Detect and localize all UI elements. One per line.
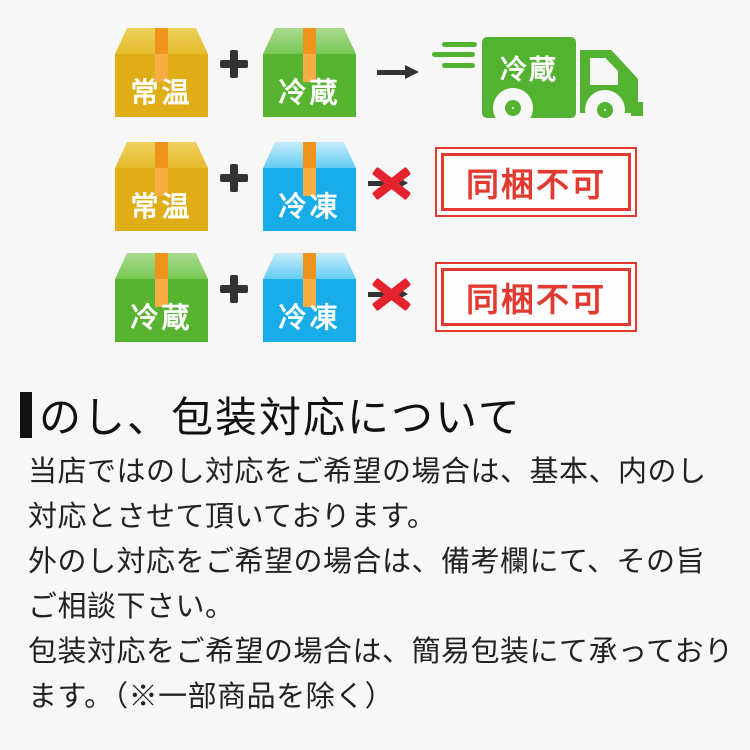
combination-row-ng: 常温 冷凍 同梱不可 — [0, 142, 750, 234]
plus-icon — [220, 50, 248, 78]
truck-bumper — [631, 102, 643, 116]
no-bundle-stamp: 同梱不可 — [435, 262, 637, 332]
policy-text: 当店ではのし対応をご希望の場合は、基本、内のし 対応とさせて頂いております。 外… — [28, 450, 734, 720]
box-label: 常温 — [130, 77, 193, 108]
box-tape — [155, 142, 168, 196]
tire — [505, 100, 521, 116]
policy-text-line: 包装対応をご希望の場合は、簡易包装にて承っており — [28, 636, 734, 668]
plus-icon — [220, 275, 248, 303]
speed-line — [432, 52, 475, 57]
speed-line — [442, 63, 475, 68]
no-bundle-stamp-label: 同梱不可 — [441, 153, 631, 211]
package-box-frozen-icon: 冷凍 — [263, 142, 356, 231]
section-title: のし、包装対応について — [39, 394, 522, 441]
arrow-right-icon — [377, 65, 419, 79]
box-tape — [303, 142, 316, 196]
cross-icon — [369, 269, 413, 319]
policy-text-line: ます。（※一部商品を除く） — [28, 681, 395, 713]
truck-front-wheel — [585, 90, 625, 130]
combination-row-ok: 常温 冷蔵 冷蔵 — [0, 28, 750, 130]
no-bundle-stamp: 同梱不可 — [435, 147, 637, 217]
cross-icon — [369, 158, 413, 208]
box-label: 冷凍 — [278, 302, 341, 333]
combination-row-ng: 冷蔵 冷凍 同梱不可 — [0, 253, 750, 345]
box-tape — [155, 253, 168, 307]
speed-line — [442, 42, 477, 47]
package-box-chilled-icon: 冷蔵 — [115, 253, 208, 342]
truck-rear-wheel — [493, 88, 533, 128]
delivery-truck-icon: 冷蔵 — [432, 28, 648, 130]
section-heading: のし、包装対応について — [20, 384, 522, 445]
cross-arrow-group — [366, 269, 416, 319]
box-tape — [303, 253, 316, 307]
policy-text-line: 外のし対応をご希望の場合は、備考欄にて、その旨 — [28, 546, 706, 578]
box-label: 冷凍 — [278, 191, 341, 222]
box-tape — [155, 28, 168, 82]
truck-label: 冷蔵 — [500, 55, 558, 85]
package-box-chilled-icon: 冷蔵 — [263, 28, 356, 117]
plus-icon — [220, 164, 248, 192]
package-box-ambient-icon: 常温 — [115, 28, 208, 117]
policy-text-line: 対応とさせて頂いております。 — [28, 501, 437, 533]
box-label: 常温 — [130, 191, 193, 222]
cross-arrow-group — [366, 158, 416, 208]
package-box-ambient-icon: 常温 — [115, 142, 208, 231]
heading-accent-bar — [20, 391, 32, 438]
package-box-frozen-icon: 冷凍 — [263, 253, 356, 342]
no-bundle-stamp-label: 同梱不可 — [441, 268, 631, 326]
policy-text-line: 当店ではのし対応をご希望の場合は、基本、内のし — [28, 456, 707, 488]
box-label: 冷蔵 — [130, 302, 193, 333]
box-tape — [303, 28, 316, 82]
tire — [597, 102, 613, 118]
policy-text-line: ご相談下さい。 — [28, 591, 235, 623]
box-label: 冷蔵 — [278, 77, 341, 108]
